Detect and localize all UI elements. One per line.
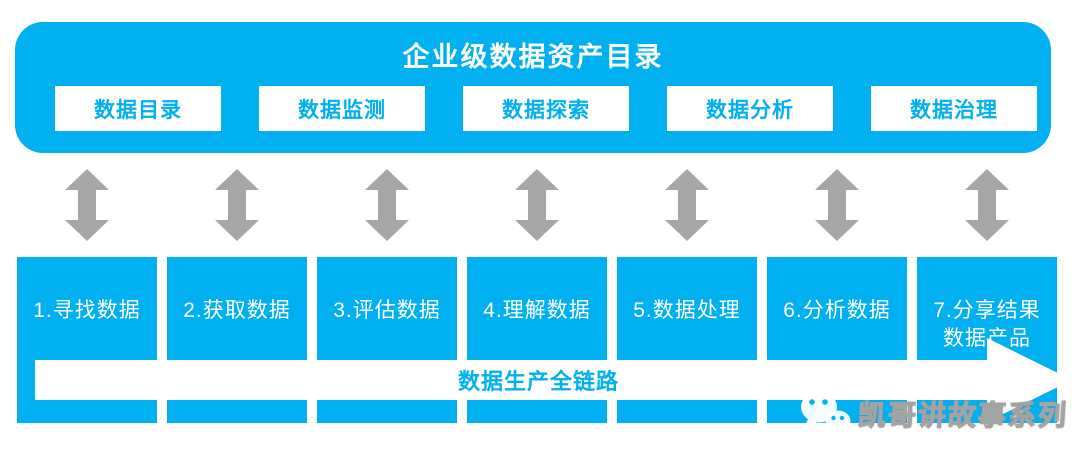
tab-label: 数据目录 [94,98,182,122]
step-label: 5.数据处理 [633,299,741,322]
tab-data-exploration: 数据探索 [463,86,629,131]
flow-band-label: 数据生产全链路 [457,369,619,394]
watermark-label: 凯哥讲故事系列 [856,399,1069,431]
catalog-panel: 企业级数据资产目录 数据目录 数据监测 数据探索 数据分析 数据治理 [15,22,1051,153]
step-label: 1.寻找数据 [33,299,141,322]
tab-label: 数据监测 [298,98,386,122]
tab-data-catalog: 数据目录 [55,86,221,131]
tab-data-analysis: 数据分析 [667,86,833,131]
page-title: 企业级数据资产目录 [402,42,664,72]
double-vertical-arrow-icon [515,169,559,241]
tab-label: 数据探索 [502,98,590,122]
wechat-icon [801,391,851,438]
step-label: 6.分析数据 [783,299,891,322]
tab-data-monitoring: 数据监测 [259,86,425,131]
watermark: 凯哥讲故事系列 [798,388,1070,440]
step-label: 2.获取数据 [183,299,291,322]
double-vertical-arrow-icon [815,169,859,241]
double-vertical-arrow-icon [215,169,259,241]
step-label: 3.评估数据 [333,299,441,322]
tab-data-governance: 数据治理 [871,86,1037,131]
tab-label: 数据治理 [910,98,998,122]
flow-arrow-band: 数据生产全链路 [35,360,990,400]
capability-tab-row: 数据目录 数据监测 数据探索 数据分析 数据治理 [55,86,1037,131]
right-arrow-icon [987,338,1072,422]
double-vertical-arrow-icon [65,169,109,241]
step-label: 数据产品 [917,325,1057,353]
step-label: 7.分享结果 [933,299,1041,322]
step-label: 4.理解数据 [483,299,591,322]
double-vertical-arrow-icon [365,169,409,241]
double-vertical-arrow-icon [665,169,709,241]
tab-label: 数据分析 [706,98,794,122]
double-vertical-arrow-icon [965,169,1009,241]
